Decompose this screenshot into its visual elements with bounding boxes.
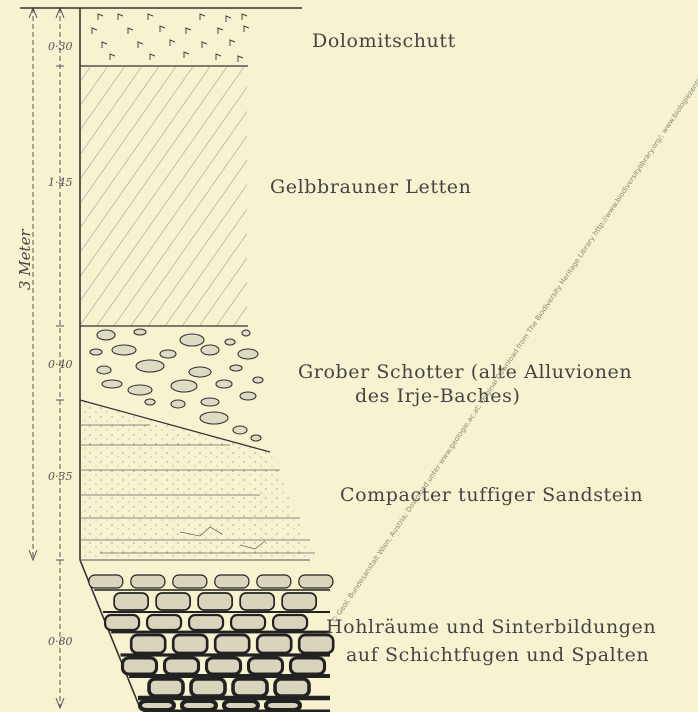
cavity — [249, 658, 283, 674]
cavity — [224, 701, 258, 710]
thickness-sandstein: 0·35 — [48, 470, 73, 483]
label-hohlraeume-line1: Hohlräume und Sinterbildungen — [326, 616, 656, 638]
pebble — [253, 377, 263, 383]
pebble — [180, 334, 204, 346]
label-gelbbrauner-letten: Gelbbrauner Letten — [270, 176, 472, 198]
thickness-dolomitschutt: 0·30 — [48, 40, 73, 53]
debris-mark — [102, 42, 107, 48]
cavity — [173, 575, 207, 588]
debris-mark — [238, 56, 243, 62]
cavity — [182, 701, 216, 710]
debris-mark — [110, 54, 115, 60]
cavity — [257, 635, 291, 653]
pebble — [134, 329, 146, 335]
pebble — [240, 392, 256, 400]
pebble — [112, 345, 136, 355]
pebble — [233, 426, 247, 434]
pebble — [238, 349, 258, 359]
cavity — [273, 615, 307, 630]
pebble — [145, 399, 155, 405]
debris-mark — [218, 28, 223, 34]
pebble — [128, 385, 152, 395]
cavity — [131, 575, 165, 588]
cavity — [89, 575, 123, 588]
pebble — [225, 339, 235, 345]
cavity — [282, 593, 316, 610]
pebble — [201, 345, 219, 355]
debris-mark — [150, 54, 155, 60]
debris-mark — [230, 40, 235, 46]
cavity — [114, 593, 148, 610]
cavity — [240, 593, 274, 610]
pebble — [216, 380, 232, 388]
debris-mark — [226, 16, 231, 22]
cavity — [147, 615, 181, 630]
thickness-schotter: 0·40 — [48, 358, 73, 371]
cavity — [173, 635, 207, 653]
pebble — [97, 366, 111, 374]
pebble — [171, 400, 185, 408]
cavity — [299, 575, 333, 588]
cavity — [140, 701, 174, 710]
pebble — [201, 398, 219, 406]
cavity — [156, 593, 190, 610]
layer-gelbbrauner-letten — [80, 67, 248, 326]
cavity — [215, 635, 249, 653]
cavity — [291, 658, 325, 674]
cavity — [207, 658, 241, 674]
label-dolomitschutt: Dolomitschutt — [312, 30, 456, 52]
pebble — [136, 360, 164, 372]
cavity — [131, 635, 165, 653]
debris-mark — [216, 54, 221, 60]
debris-mark — [186, 28, 191, 34]
cavity — [149, 679, 183, 696]
pebble — [251, 435, 261, 441]
scale-label: 3 Meter — [16, 229, 34, 290]
cavity — [198, 593, 232, 610]
debris-mark — [160, 26, 165, 32]
debris-mark — [200, 14, 205, 20]
pebble — [242, 330, 250, 336]
cavity — [105, 615, 139, 630]
label-grober-schotter-line1: Grober Schotter (alte Alluvionen — [298, 361, 632, 383]
label-sandstein: Compacter tuffiger Sandstein — [340, 484, 643, 506]
pebble — [171, 380, 197, 392]
cavity — [233, 679, 267, 696]
pebble — [230, 365, 242, 371]
debris-mark — [184, 52, 189, 58]
cavity — [191, 679, 225, 696]
pebble — [189, 367, 211, 377]
label-hohlraeume-line2: auf Schichtfugen und Spalten — [346, 644, 649, 666]
layer-sandstein — [80, 401, 315, 560]
debris-mark — [128, 28, 133, 34]
debris-mark — [242, 14, 247, 20]
debris-mark — [92, 28, 97, 34]
cavity — [123, 658, 157, 674]
pebble — [160, 350, 176, 358]
pebble — [90, 349, 102, 355]
cavity — [189, 615, 223, 630]
thickness-letten: 1·45 — [48, 176, 73, 189]
layer-dolomitschutt — [80, 14, 249, 66]
cavity — [266, 701, 300, 710]
cavity — [165, 658, 199, 674]
debris-mark — [98, 14, 103, 20]
layer-hohlraeume — [80, 560, 333, 712]
pebble — [102, 380, 122, 388]
debris-mark — [244, 26, 249, 32]
debris-mark — [148, 14, 153, 20]
debris-mark — [118, 14, 123, 20]
debris-mark — [202, 42, 207, 48]
cavity — [215, 575, 249, 588]
pebble — [97, 330, 115, 340]
cavity — [257, 575, 291, 588]
debris-mark — [170, 40, 175, 46]
cavity — [275, 679, 309, 696]
cavity — [231, 615, 265, 630]
pebble — [200, 412, 228, 424]
debris-mark — [138, 42, 143, 48]
thickness-hohlraeume: 0·80 — [48, 635, 73, 648]
